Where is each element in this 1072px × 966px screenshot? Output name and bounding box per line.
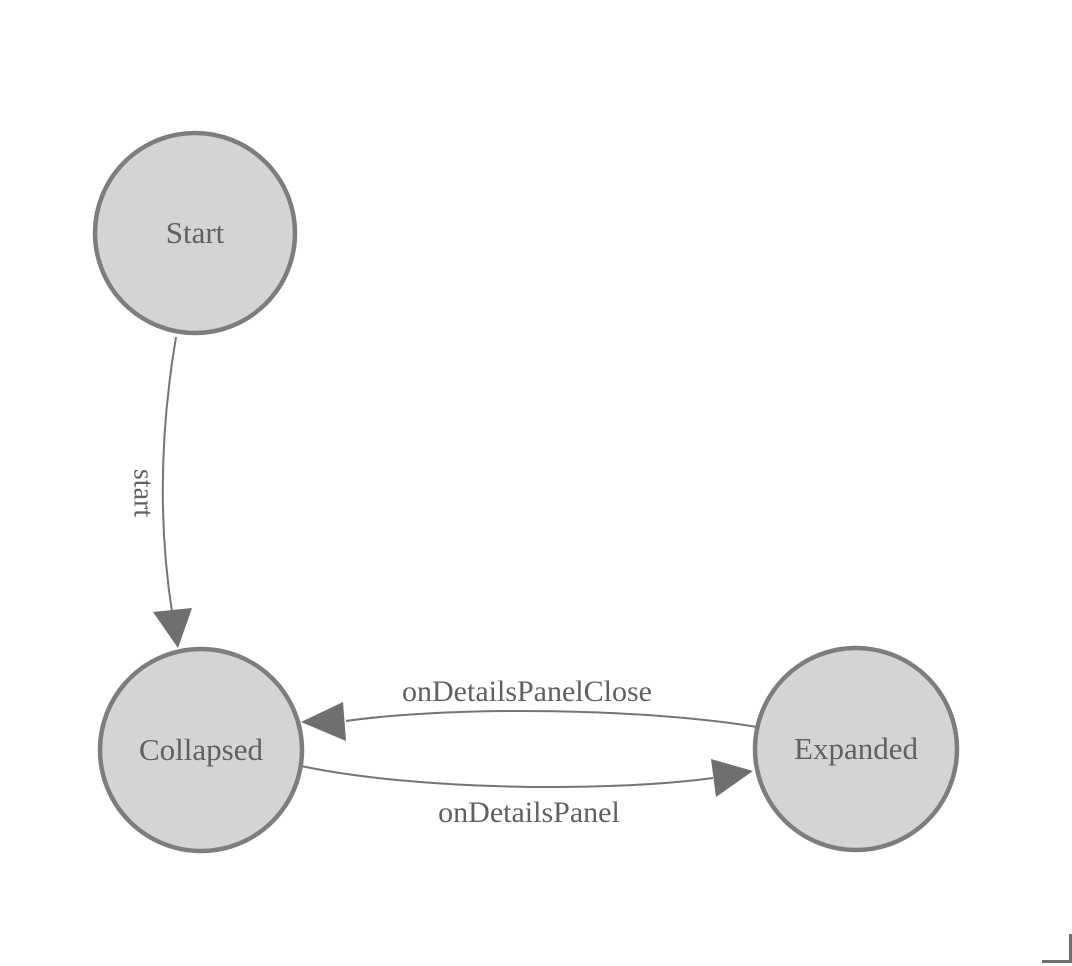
viewport-corner-mark bbox=[1042, 934, 1072, 963]
state-node-start[interactable]: Start bbox=[92, 130, 298, 336]
edge-label-ondetailspanel[interactable]: onDetailsPanel bbox=[438, 796, 620, 829]
edge-line-expanded-to-collapsed bbox=[345, 709, 758, 728]
state-circle-collapsed[interactable] bbox=[97, 646, 305, 854]
arrowhead-start-to-collapsed-icon bbox=[153, 608, 192, 648]
edge-expanded-to-collapsed: onDetailsPanelClose bbox=[301, 675, 758, 741]
edge-label-ondetailspanelclose[interactable]: onDetailsPanelClose bbox=[402, 675, 652, 708]
state-label-start: Start bbox=[166, 215, 225, 250]
state-label-expanded: Expanded bbox=[794, 731, 918, 766]
state-circle-expanded[interactable] bbox=[752, 645, 960, 853]
state-label-collapsed: Collapsed bbox=[139, 732, 263, 767]
state-node-expanded[interactable]: Expanded bbox=[752, 645, 960, 853]
arrowhead-expanded-to-collapsed-icon bbox=[301, 702, 346, 741]
edge-label-start[interactable]: start bbox=[128, 469, 159, 517]
state-node-collapsed[interactable]: Collapsed bbox=[97, 646, 305, 854]
edge-line-collapsed-to-expanded bbox=[300, 765, 714, 789]
edge-line-start-to-collapsed bbox=[161, 336, 177, 613]
state-circle-start[interactable] bbox=[92, 130, 298, 336]
arrowhead-collapsed-to-expanded-icon bbox=[711, 759, 753, 797]
edge-collapsed-to-expanded: onDetailsPanel bbox=[300, 759, 753, 829]
edge-start-to-collapsed: start bbox=[128, 336, 192, 648]
